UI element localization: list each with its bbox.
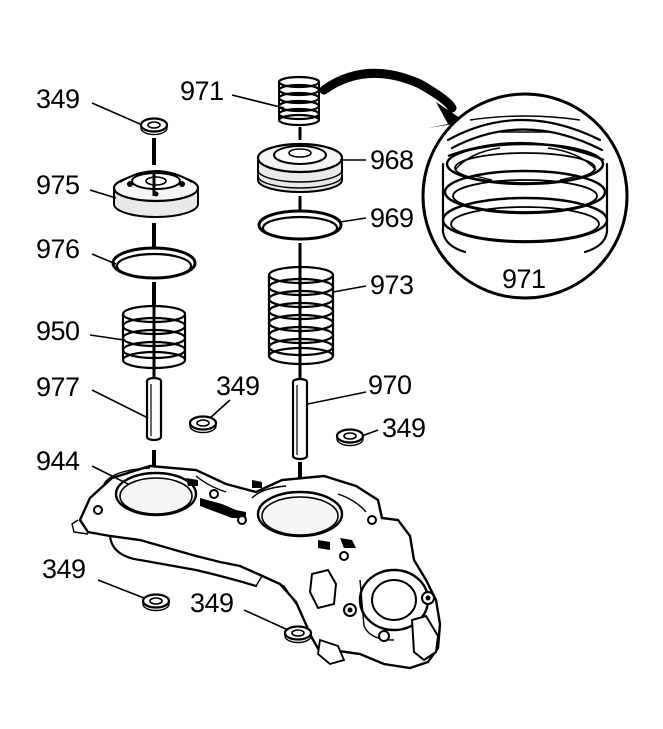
callout-349-mid-right: 349 bbox=[382, 413, 426, 443]
piston-968 bbox=[256, 142, 344, 193]
housing-944 bbox=[71, 464, 442, 670]
callout-971: 971 bbox=[180, 76, 224, 106]
callout-349-bottom-left: 349 bbox=[42, 554, 86, 584]
callout-349-mid-left: 349 bbox=[216, 371, 260, 401]
callout-349-top: 349 bbox=[36, 84, 80, 114]
curved-arrow-icon bbox=[319, 68, 466, 128]
callout-976: 976 bbox=[36, 234, 80, 264]
callout-973: 973 bbox=[370, 270, 414, 300]
spring-950 bbox=[121, 300, 187, 380]
washer-349-top bbox=[139, 117, 169, 136]
detail-view-971 bbox=[421, 92, 629, 300]
callout-969: 969 bbox=[370, 203, 414, 233]
pin-977 bbox=[145, 376, 163, 442]
spring-973 bbox=[267, 262, 335, 378]
callout-975: 975 bbox=[36, 170, 80, 200]
washer-349-mid-left bbox=[188, 415, 218, 434]
callout-970: 970 bbox=[368, 370, 412, 400]
pin-970 bbox=[291, 377, 309, 461]
spring-971 bbox=[277, 75, 321, 127]
callout-950: 950 bbox=[36, 316, 80, 346]
washer-349-bottom-right bbox=[283, 625, 313, 644]
o-ring-976 bbox=[111, 246, 197, 280]
detail-label-971: 971 bbox=[502, 264, 546, 294]
callout-968: 968 bbox=[370, 145, 414, 175]
washer-349-mid-right bbox=[335, 428, 365, 447]
spring-seat-975 bbox=[112, 170, 200, 218]
washer-349-bottom-left bbox=[141, 593, 171, 612]
callout-977: 977 bbox=[36, 372, 80, 402]
o-ring-969 bbox=[257, 209, 343, 241]
callout-349-bottom-right: 349 bbox=[190, 588, 234, 618]
leader-lines bbox=[89, 94, 379, 631]
callout-944: 944 bbox=[36, 446, 80, 476]
